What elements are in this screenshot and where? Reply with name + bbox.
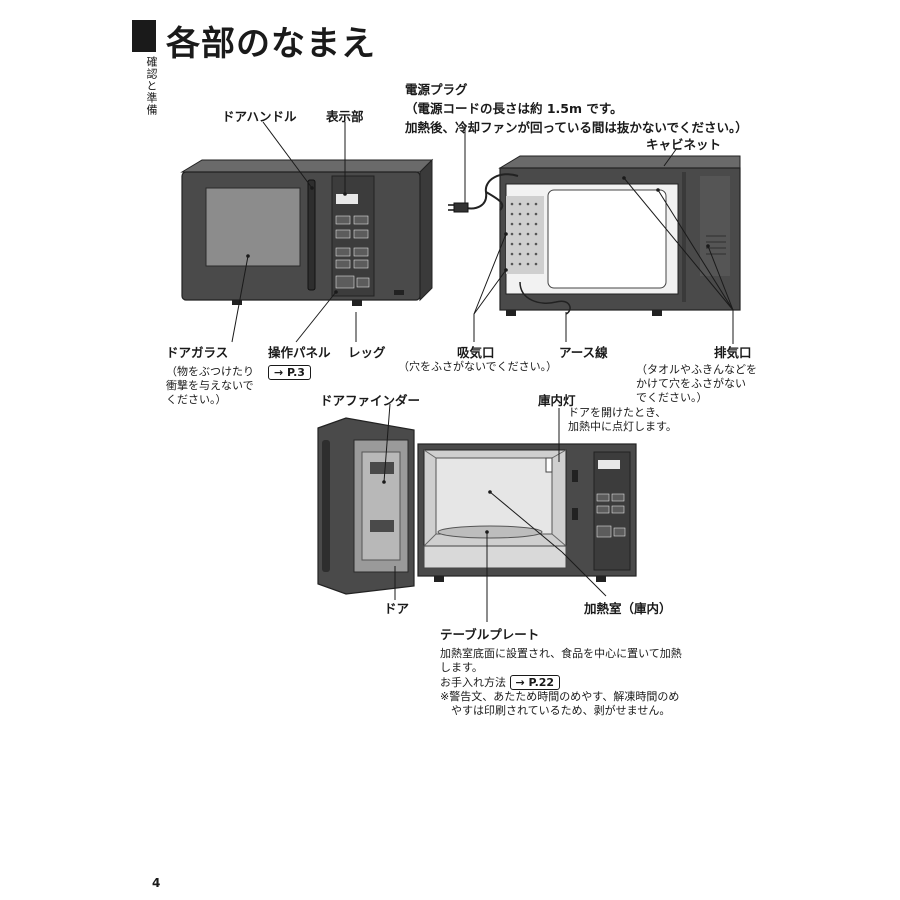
exhaust-note-1: （タオルやふきんなどを xyxy=(636,363,757,376)
warning-line-2: やすは印刷されているため、剥がせません。 xyxy=(451,704,671,717)
lamp-note-block: ドアを開けたとき、 加熱中に点灯します。 xyxy=(568,406,677,434)
lamp-block: 庫内灯 xyxy=(538,390,576,409)
care-page-ref[interactable]: → P.22 xyxy=(509,675,561,690)
label-door-handle: ドアハンドル xyxy=(222,109,297,124)
front-view-microwave xyxy=(180,158,434,306)
label-lamp: 庫内灯 xyxy=(538,393,576,408)
door-glass-note-3: ください。） xyxy=(166,393,227,406)
lamp-note-2: 加熱中に点灯します。 xyxy=(568,420,677,433)
door-glass-note-1: （物をぶつけたり xyxy=(166,365,254,378)
label-door-finder: ドアファインダー xyxy=(320,393,421,408)
label-intake: 吸気口 xyxy=(457,345,495,360)
intake-note: （穴をふさがないでください。） xyxy=(398,360,558,373)
care-method-line: お手入れ方法 → P.22 xyxy=(440,675,682,690)
rear-view-microwave xyxy=(448,155,741,316)
door-glass-block: ドアガラス （物をぶつけたり 衝撃を与えないで ください。） xyxy=(166,342,254,407)
control-panel-block: 操作パネル → P.3 xyxy=(268,342,331,380)
table-plate-note-2: します。 xyxy=(440,661,483,674)
control-panel-page-ref[interactable]: → P.3 xyxy=(268,365,311,380)
table-plate-note-1: 加熱室底面に設置され、食品を中心に置いて加熱 xyxy=(440,647,682,660)
exhaust-note-3: でください。） xyxy=(636,391,708,404)
table-plate-block: テーブルプレート 加熱室底面に設置され、食品を中心に置いて加熱 します。 お手入… xyxy=(440,624,682,718)
power-plug-note-2: 加熱後、冷却ファンが回っている間は抜かないでください。） xyxy=(405,120,748,135)
power-plug-note-1: （電源コードの長さは約 1.5m です。 xyxy=(405,101,623,116)
exhaust-note-2: かけて穴をふさがない xyxy=(636,377,746,390)
door-glass-note-2: 衝撃を与えないで xyxy=(166,379,254,392)
care-method-text: お手入れ方法 xyxy=(440,676,506,689)
label-table-plate: テーブルプレート xyxy=(440,627,540,642)
label-door-glass: ドアガラス xyxy=(166,345,229,360)
open-door-microwave xyxy=(317,417,637,595)
label-display: 表示部 xyxy=(326,109,364,124)
side-tab: 確認と準備 xyxy=(145,56,158,116)
title-block-marker xyxy=(132,20,156,52)
label-control-panel: 操作パネル xyxy=(268,345,331,360)
label-exhaust: 排気口 xyxy=(714,345,752,360)
exhaust-block: 排気口 （タオルやふきんなどを かけて穴をふさがない でください。） xyxy=(636,342,757,405)
power-plug-block: 電源プラグ （電源コードの長さは約 1.5m です。 加熱後、冷却ファンが回って… xyxy=(405,79,748,136)
label-power-plug: 電源プラグ xyxy=(405,82,468,97)
label-door: ドア xyxy=(384,601,410,616)
label-cabinet: キャビネット xyxy=(646,137,722,152)
label-earth-wire: アース線 xyxy=(559,345,608,360)
lamp-note-1: ドアを開けたとき、 xyxy=(568,406,667,419)
label-chamber: 加熱室（庫内） xyxy=(584,601,672,616)
label-leg: レッグ xyxy=(348,345,386,360)
page-title: 各部のなまえ xyxy=(166,24,376,64)
page-number: 4 xyxy=(152,876,161,890)
warning-line-1: ※警告文、あたため時間のめやす、解凍時間のめ xyxy=(440,690,680,703)
